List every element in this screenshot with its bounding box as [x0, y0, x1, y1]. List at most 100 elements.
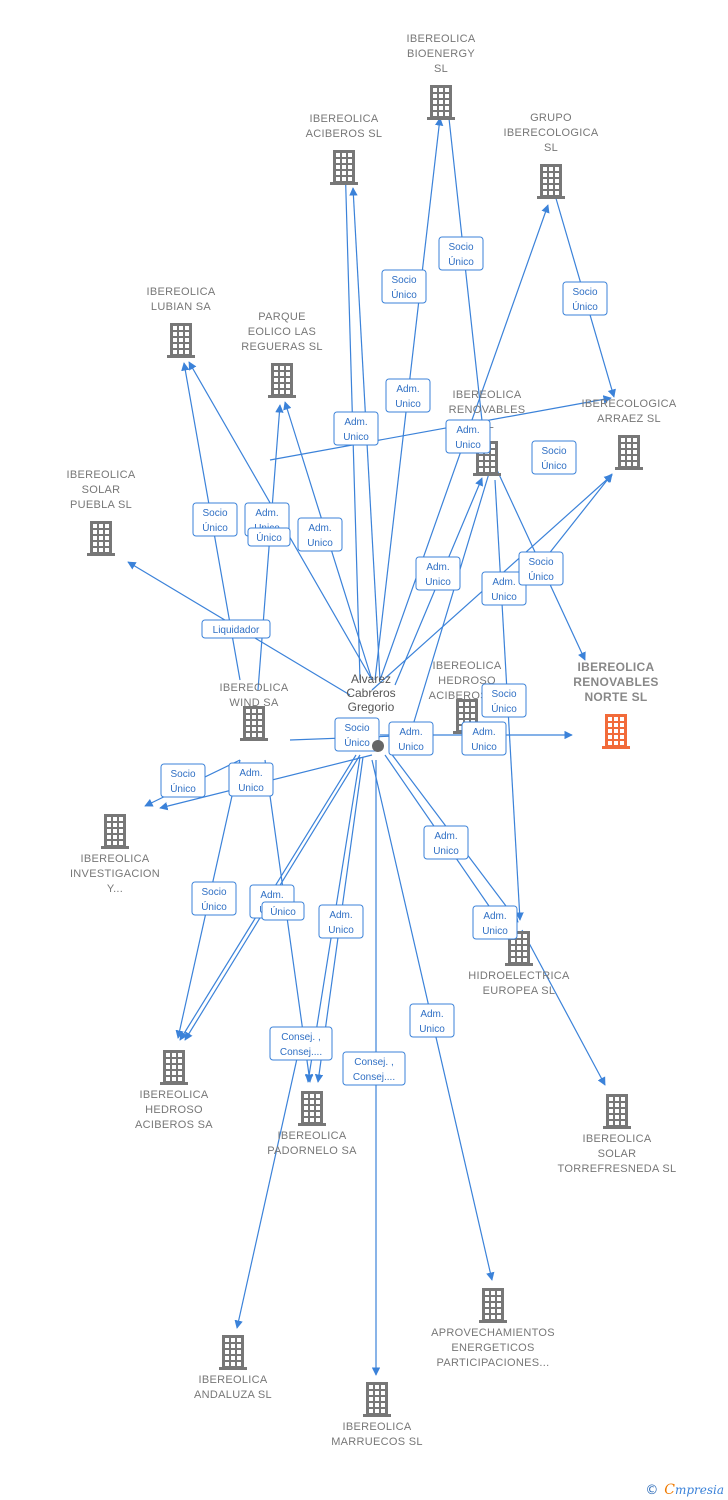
building-window [609, 1115, 613, 1119]
building-window [633, 456, 637, 460]
building-window [433, 106, 437, 110]
edge-label[interactable]: Adm.Unico [409, 1003, 455, 1038]
building-window [491, 444, 495, 448]
edge-label[interactable]: Adm.Unico [423, 825, 469, 860]
building-window [166, 1059, 170, 1063]
building-base [537, 196, 565, 199]
company-name-line: IBEREOLICA [277, 1130, 346, 1142]
building-window [543, 167, 547, 171]
building-window [178, 1053, 182, 1057]
building-window [166, 1071, 170, 1075]
building-window [99, 542, 103, 546]
edge-label[interactable]: Adm.Unico [318, 904, 364, 939]
building-window [252, 709, 256, 713]
footer-brand[interactable]: © Cmpresia [645, 1482, 724, 1498]
building-window [252, 727, 256, 731]
edge-label[interactable]: Adm.Unico [445, 419, 491, 454]
edge-label[interactable]: Adm.Unico [297, 517, 343, 552]
building-window [274, 384, 278, 388]
edge-label-box [318, 904, 364, 939]
building-window [439, 94, 443, 98]
building-window [517, 934, 521, 938]
edge-labels-layer: SocioÚnicoSocioÚnicoAdm.UnicoSocioÚnicoA… [160, 236, 608, 1086]
building-window [485, 1309, 489, 1313]
building-window [445, 100, 449, 104]
building-window [445, 112, 449, 116]
building-window [621, 444, 625, 448]
building-window [614, 741, 618, 745]
edge-label[interactable]: Adm.Unico [385, 378, 431, 413]
building-window [342, 159, 346, 163]
building-window [286, 372, 290, 376]
building-window [237, 1362, 241, 1366]
building-window [615, 1121, 619, 1125]
building-window [107, 841, 111, 845]
edge-label[interactable]: Adm.Unico [461, 721, 507, 756]
edge-label-box [531, 440, 577, 475]
building-window [99, 524, 103, 528]
building-window [286, 366, 290, 370]
building-window [369, 1385, 373, 1389]
edge-label[interactable]: Adm.Unico [333, 411, 379, 446]
company-name-line: HEDROSO [145, 1104, 203, 1116]
edge-label[interactable]: Adm.Unico [481, 571, 527, 606]
edge-label[interactable]: Adm.Unico [228, 762, 274, 797]
building-window [246, 733, 250, 737]
edge-label[interactable]: Adm.Unico [472, 905, 518, 940]
building-window [491, 1297, 495, 1301]
building-window [608, 723, 612, 727]
building-window [310, 1118, 314, 1122]
building-window [113, 829, 117, 833]
building-window [93, 542, 97, 546]
building-base [240, 738, 268, 741]
company-name-line: MARRUECOS SL [331, 1436, 423, 1448]
edge-label-text: Socio [344, 723, 369, 734]
edge-label[interactable]: Único [247, 527, 291, 547]
edge-label-text: Unico [471, 742, 497, 753]
edge-label[interactable]: Adm.Unico [415, 556, 461, 591]
edge-label[interactable]: Liquidador [201, 619, 271, 639]
edge-label[interactable]: Adm.Unico [388, 721, 434, 756]
building-window [608, 741, 612, 745]
edge-label[interactable]: Único [261, 901, 305, 921]
company-node-renovables[interactable]: IBEREOLICARENOVABLESSL [449, 389, 526, 476]
edge-label[interactable]: Consej. ,Consej.... [342, 1051, 406, 1086]
building-window [543, 173, 547, 177]
building-window [491, 468, 495, 472]
building-window [627, 462, 631, 466]
edge-label[interactable]: Consej. ,Consej.... [269, 1026, 333, 1061]
building-window [246, 715, 250, 719]
building-window [517, 952, 521, 956]
